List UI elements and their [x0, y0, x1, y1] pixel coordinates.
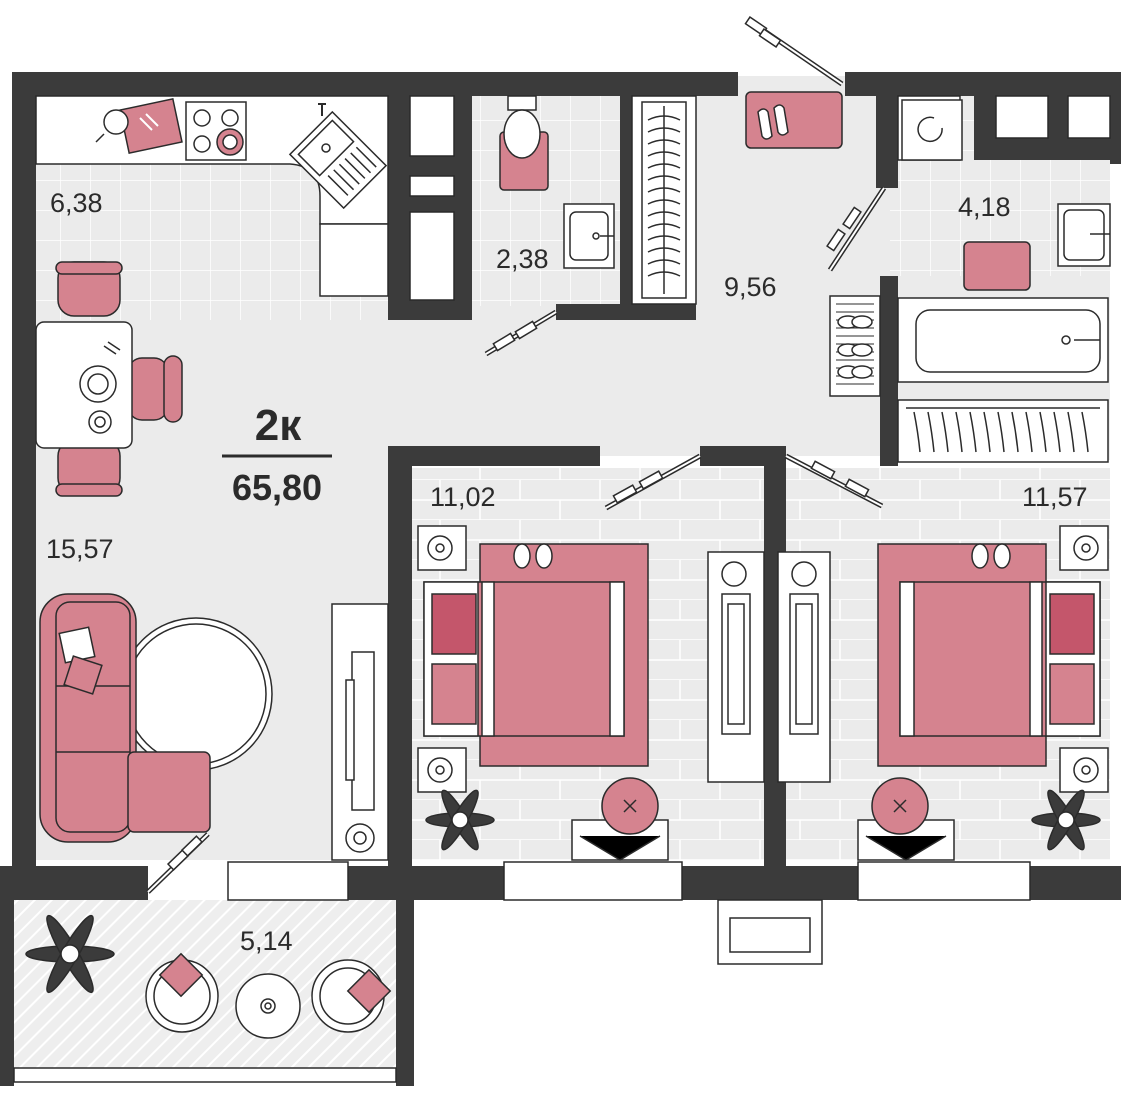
kitchen-sink — [288, 110, 388, 210]
upper-storage-2 — [1067, 95, 1111, 139]
pillow-icon-3 — [1049, 593, 1095, 655]
cushion-icon-3 — [158, 952, 204, 998]
palm-plant-icon — [425, 789, 495, 851]
bedroom1-area-label: 11,02 — [430, 482, 496, 512]
plant-icon — [721, 561, 747, 587]
walls — [0, 72, 1121, 1086]
bedroom1-furniture — [417, 525, 765, 861]
windows — [13, 95, 1111, 1083]
bedroom2-window — [857, 861, 1031, 901]
niche-3 — [409, 211, 455, 301]
shoe-rack — [829, 295, 881, 397]
bath2-area-label: 4,18 — [958, 192, 1011, 222]
area-labels: 6,38 2,38 9,56 4,18 15,57 11,02 11,57 5,… — [46, 188, 1088, 956]
bath2-door — [826, 186, 887, 272]
balcony-door — [146, 832, 210, 894]
kitchen-area-label: 6,38 — [50, 188, 103, 218]
shoes-icon — [757, 104, 789, 140]
plant-icon-2 — [791, 561, 817, 587]
total-area-label: 65,80 — [232, 467, 322, 508]
hall-area-label: 9,56 — [724, 272, 777, 302]
hall-wardrobe — [631, 95, 697, 305]
tv-unit — [331, 603, 389, 861]
doors — [146, 16, 887, 894]
rooms-label: 2к — [255, 401, 302, 450]
pillow-icon-2 — [431, 663, 477, 725]
bedroom2-furniture — [777, 525, 1109, 861]
bathroom-tile-floor — [470, 96, 620, 306]
cushion-icon-4 — [346, 968, 392, 1014]
dining-area — [35, 261, 183, 497]
pillow-icon-4 — [1049, 663, 1095, 725]
balcony-furniture — [25, 914, 392, 1039]
bath2-fixtures — [897, 99, 1111, 463]
bathroom-area-label: 2,38 — [496, 244, 549, 274]
niche-1 — [409, 95, 455, 157]
palm-plant-icon-3 — [25, 914, 115, 994]
palm-plant-icon-2 — [1031, 789, 1101, 851]
upper-storage — [995, 95, 1049, 139]
entrance-door — [744, 16, 844, 87]
fridge — [319, 223, 389, 297]
living-window — [227, 861, 349, 901]
bedroom2-area-label: 11,57 — [1022, 482, 1088, 512]
towel-rack — [897, 399, 1109, 463]
balcony-rail — [13, 1067, 397, 1083]
slippers-icon — [513, 543, 553, 569]
bedroom2-door — [784, 453, 884, 509]
dining-chair-right — [127, 357, 169, 421]
living-area-label: 15,57 — [46, 534, 114, 564]
window-sill-inner — [729, 917, 811, 953]
plan-summary: 2к 65,80 — [222, 401, 332, 508]
pillow-icon — [431, 593, 477, 655]
living-furniture — [39, 593, 273, 843]
sofa-ottoman — [127, 751, 211, 833]
door-threshold-top — [736, 76, 846, 96]
bedroom1-door — [604, 453, 702, 511]
entry-mat — [745, 91, 843, 149]
cushion-icon-2 — [63, 655, 103, 695]
toilet — [503, 109, 541, 159]
balcony-area-label: 5,14 — [240, 926, 293, 956]
cutting-board — [119, 97, 183, 155]
slippers-icon-2 — [971, 543, 1011, 569]
niche-2 — [409, 175, 455, 197]
bedroom1-window — [503, 861, 683, 901]
kitchen — [35, 95, 389, 297]
bathroom-door — [484, 309, 558, 357]
bathroom-fixtures — [499, 95, 615, 269]
bath2-mat — [963, 241, 1031, 291]
washing-machine — [901, 99, 963, 161]
